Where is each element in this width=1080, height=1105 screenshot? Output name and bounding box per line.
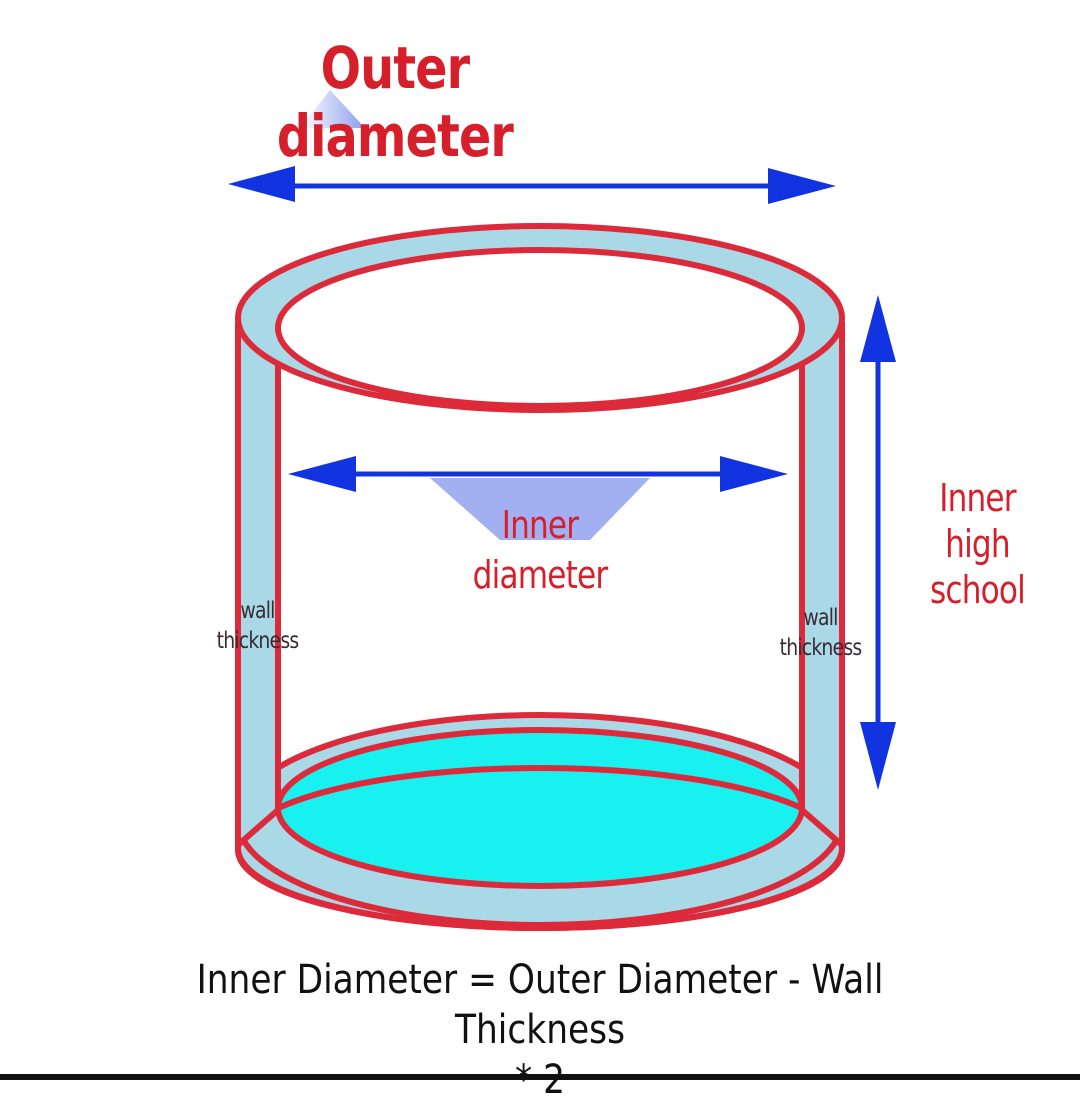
- wall-thickness-left-line1: wall: [240, 598, 275, 624]
- wall-thickness-right-line2: thickness: [779, 635, 863, 661]
- right-wall: [799, 322, 845, 852]
- outer-diameter-label-line1: Outer: [320, 34, 470, 102]
- formula-caption: Inner Diameter = Outer Diameter - Wall T…: [127, 955, 953, 1105]
- outer-diameter-label: Outer diameter: [276, 34, 514, 170]
- top-rim: [234, 223, 846, 413]
- wall-thickness-right-label: wall thickness: [761, 603, 880, 663]
- inner-height-label-line3: school: [930, 568, 1026, 612]
- diagram-canvas: Outer diameter Inner diameter Inner high…: [0, 34, 1080, 1103]
- wall-thickness-left-line2: thickness: [216, 628, 300, 654]
- inner-diameter-label-line1: Inner: [501, 503, 579, 547]
- inner-height-label-line2: high: [945, 522, 1010, 566]
- wall-thickness-right-line1: wall: [803, 605, 838, 631]
- left-wall: [235, 322, 281, 852]
- inner-diameter-arrow: [288, 456, 788, 540]
- outer-diameter-arrow: [228, 90, 836, 204]
- cylinder-diagram: [228, 90, 896, 931]
- inner-height-label: Inner high school: [914, 475, 1041, 613]
- wall-thickness-left-label: wall thickness: [198, 596, 317, 656]
- inner-diameter-label-line2: diameter: [472, 553, 609, 597]
- outer-diameter-label-line2: diameter: [276, 102, 514, 170]
- inner-height-arrow: [860, 295, 896, 790]
- bottom-border: [0, 1074, 1080, 1080]
- base-inner-water: [275, 727, 805, 889]
- inner-height-label-line1: Inner: [939, 476, 1016, 520]
- formula-line1: Inner Diameter = Outer Diameter - Wall T…: [196, 957, 884, 1053]
- formula-line2: * 2: [514, 1057, 566, 1103]
- inner-diameter-label: Inner diameter: [425, 500, 655, 600]
